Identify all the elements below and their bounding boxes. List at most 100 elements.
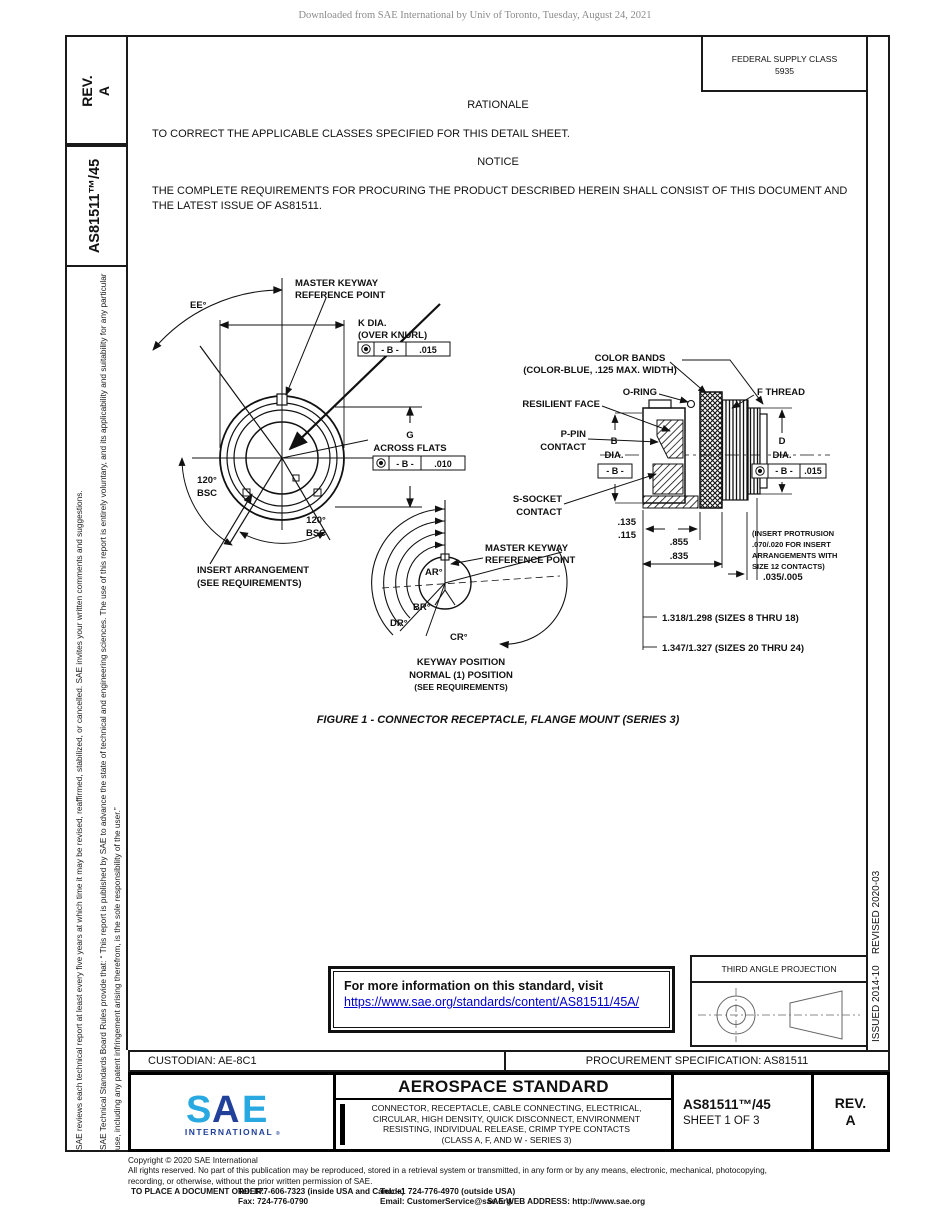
sae-logo-e: E xyxy=(242,1089,267,1131)
fcf-d-datum: - B - xyxy=(775,466,793,476)
fcf-k-datum: - B - xyxy=(381,345,399,355)
email: Email: CustomerService@sae.org xyxy=(380,1197,512,1207)
title-cell: AEROSPACE STANDARD CONNECTOR, RECEPTACLE… xyxy=(336,1075,674,1149)
notice-heading: NOTICE xyxy=(477,156,519,168)
label-115: .115 xyxy=(618,530,637,541)
rev-box xyxy=(65,35,128,145)
figure-caption: FIGURE 1 - CONNECTOR RECEPTACLE, FLANGE … xyxy=(316,714,680,726)
sae-logo-tagline: INTERNATIONAL xyxy=(185,1127,273,1137)
notice-body: THE COMPLETE REQUIREMENTS FOR PROCURING … xyxy=(152,185,848,212)
rev-cell-value: A xyxy=(845,1112,856,1128)
sae-logo-s: S xyxy=(186,1089,211,1131)
rationale-body: TO CORRECT THE APPLICABLE CLASSES SPECIF… xyxy=(152,128,570,140)
subtitle-line-1: CONNECTOR, RECEPTACLE, CABLE CONNECTING,… xyxy=(371,1103,642,1113)
fcf-g-datum: - B - xyxy=(396,459,414,469)
rights-line-2: recording, or otherwise, without the pri… xyxy=(128,1176,373,1186)
label-insert-arrangement-1: INSERT ARRANGEMENT xyxy=(197,565,309,576)
label-keyway-position-1: KEYWAY POSITION xyxy=(417,657,505,668)
label-over-knurl: (OVER KNURL) xyxy=(358,330,427,341)
subtitle-line-2: CIRCULAR, HIGH DENSITY, QUICK DISCONNECT… xyxy=(372,1113,641,1124)
label-120-1b: BSC xyxy=(197,488,217,499)
web-address: SAE WEB ADDRESS: http://www.sae.org xyxy=(487,1197,646,1207)
label-d: D xyxy=(779,436,786,447)
rev-label: REV. xyxy=(79,75,95,107)
doc-number: AS81511™/45 xyxy=(683,1097,771,1112)
title-block: S A E INTERNATIONAL ® AEROSPACE STANDARD… xyxy=(128,1072,890,1152)
fcf-d-tol: .015 xyxy=(804,466,822,476)
federal-supply-class-value: 5935 xyxy=(774,66,795,76)
label-keyway-position-2: NORMAL (1) POSITION xyxy=(409,670,513,681)
sheet-number: SHEET 1 OF 3 xyxy=(683,1115,760,1127)
sae-logo-cell: S A E INTERNATIONAL ® xyxy=(131,1075,336,1149)
rationale-heading: RATIONALE xyxy=(467,99,529,111)
label-dr: DR° xyxy=(390,618,408,629)
right-strip-divider xyxy=(866,35,868,1050)
label-mk-detail-2: REFERENCE POINT xyxy=(485,555,575,566)
knurl-band xyxy=(699,391,723,509)
issued-revised-vertical: ISSUED 2014-10 REVISED 2020-03 xyxy=(871,870,882,1042)
fcf-b xyxy=(597,463,633,479)
label-855: .855 xyxy=(670,537,689,548)
o-ring-shape xyxy=(686,399,696,409)
doc-number-vertical: AS81511™/45 xyxy=(87,158,103,254)
label-color-bands-2: (COLOR-BLUE, .125 MAX. WIDTH) xyxy=(523,365,677,376)
info-box: For more information on this standard, v… xyxy=(328,966,675,1033)
label-across-flats: ACROSS FLATS xyxy=(373,443,446,454)
fcf-b-datum: - B - xyxy=(606,466,624,476)
legal-paragraph-1: SAE Technical Standards Board Rules prov… xyxy=(98,273,122,1150)
label-835: .835 xyxy=(670,551,689,562)
doc-number-cell: AS81511™/45 SHEET 1 OF 3 xyxy=(674,1075,814,1149)
label-mk-detail-1: MASTER KEYWAY xyxy=(485,543,569,554)
label-s-socket-1: S-SOCKET xyxy=(513,494,562,505)
label-135: .135 xyxy=(618,517,637,528)
label-f-thread: F THREAD xyxy=(757,387,805,398)
label-g: G xyxy=(406,430,413,441)
label-035: .035/.005 xyxy=(763,572,803,583)
label-color-bands-1: COLOR BANDS xyxy=(595,353,666,364)
front-view xyxy=(152,278,466,565)
sae-logo: S A E INTERNATIONAL ® xyxy=(185,1089,280,1137)
rev-value: A xyxy=(96,85,112,97)
legal-paragraph-2: SAE reviews each technical report at lea… xyxy=(74,490,84,1150)
label-ee: EE° xyxy=(190,300,207,311)
label-k-dia: K DIA. xyxy=(358,318,387,329)
label-protrusion-4: SIZE 12 CONTACTS) xyxy=(752,562,825,571)
label-keyway-position-3: (SEE REQUIREMENTS) xyxy=(414,682,508,692)
fcf-d xyxy=(751,463,827,479)
label-120-2b: BSC xyxy=(306,528,326,539)
fcf-g xyxy=(372,455,466,471)
label-p-pin-2: CONTACT xyxy=(540,442,586,453)
sidebar-divider xyxy=(126,35,128,1050)
federal-supply-class-box: FEDERAL SUPPLY CLASS 5935 xyxy=(701,35,868,92)
label-insert-arrangement-2: (SEE REQUIREMENTS) xyxy=(197,578,302,589)
label-b-dia: DIA. xyxy=(605,450,624,461)
label-b: B xyxy=(611,436,618,447)
label-1347: 1.347/1.327 (SIZES 20 THRU 24) xyxy=(662,643,804,654)
rev-cell-label: REV. xyxy=(834,1095,867,1111)
label-ar: AR° xyxy=(425,567,443,578)
third-angle-projection-icon xyxy=(698,988,860,1042)
fcf-k-tol: .015 xyxy=(419,345,437,355)
label-p-pin-1: P-PIN xyxy=(561,429,586,440)
custodian-cell: CUSTODIAN: AE-8C1 xyxy=(130,1052,506,1070)
label-master-keyway-2: REFERENCE POINT xyxy=(295,290,385,301)
label-1318: 1.318/1.298 (SIZES 8 THRU 18) xyxy=(662,613,799,624)
fcf-k xyxy=(357,341,451,357)
master-keyway-pointer xyxy=(288,303,441,451)
standard-link[interactable]: https://www.sae.org/standards/content/AS… xyxy=(344,995,640,1009)
revision-change-bar xyxy=(340,1104,345,1145)
label-resilient-face: RESILIENT FACE xyxy=(522,399,600,410)
info-box-text: For more information on this standard, v… xyxy=(344,979,604,993)
label-cr: CR° xyxy=(450,632,468,643)
subtitle-line-3: RESISTING, INDIVIDUAL RELEASE, CRIMP TYP… xyxy=(382,1124,631,1135)
fcf-g-tol: .010 xyxy=(434,459,452,469)
order-label: TO PLACE A DOCUMENT ORDER: xyxy=(131,1186,264,1196)
third-angle-projection-box: THIRD ANGLE PROJECTION xyxy=(690,955,868,1047)
rights-line-1: All rights reserved. No part of this pub… xyxy=(128,1166,767,1176)
label-protrusion-1: (INSERT PROTRUSION xyxy=(752,529,834,538)
custodian-bar: CUSTODIAN: AE-8C1 PROCUREMENT SPECIFICAT… xyxy=(128,1050,890,1072)
label-protrusion-3: ARRANGEMENTS WITH xyxy=(752,551,837,560)
label-120-2a: 120° xyxy=(306,515,326,526)
copyright-block: Copyright © 2020 SAE International All r… xyxy=(128,1156,918,1207)
